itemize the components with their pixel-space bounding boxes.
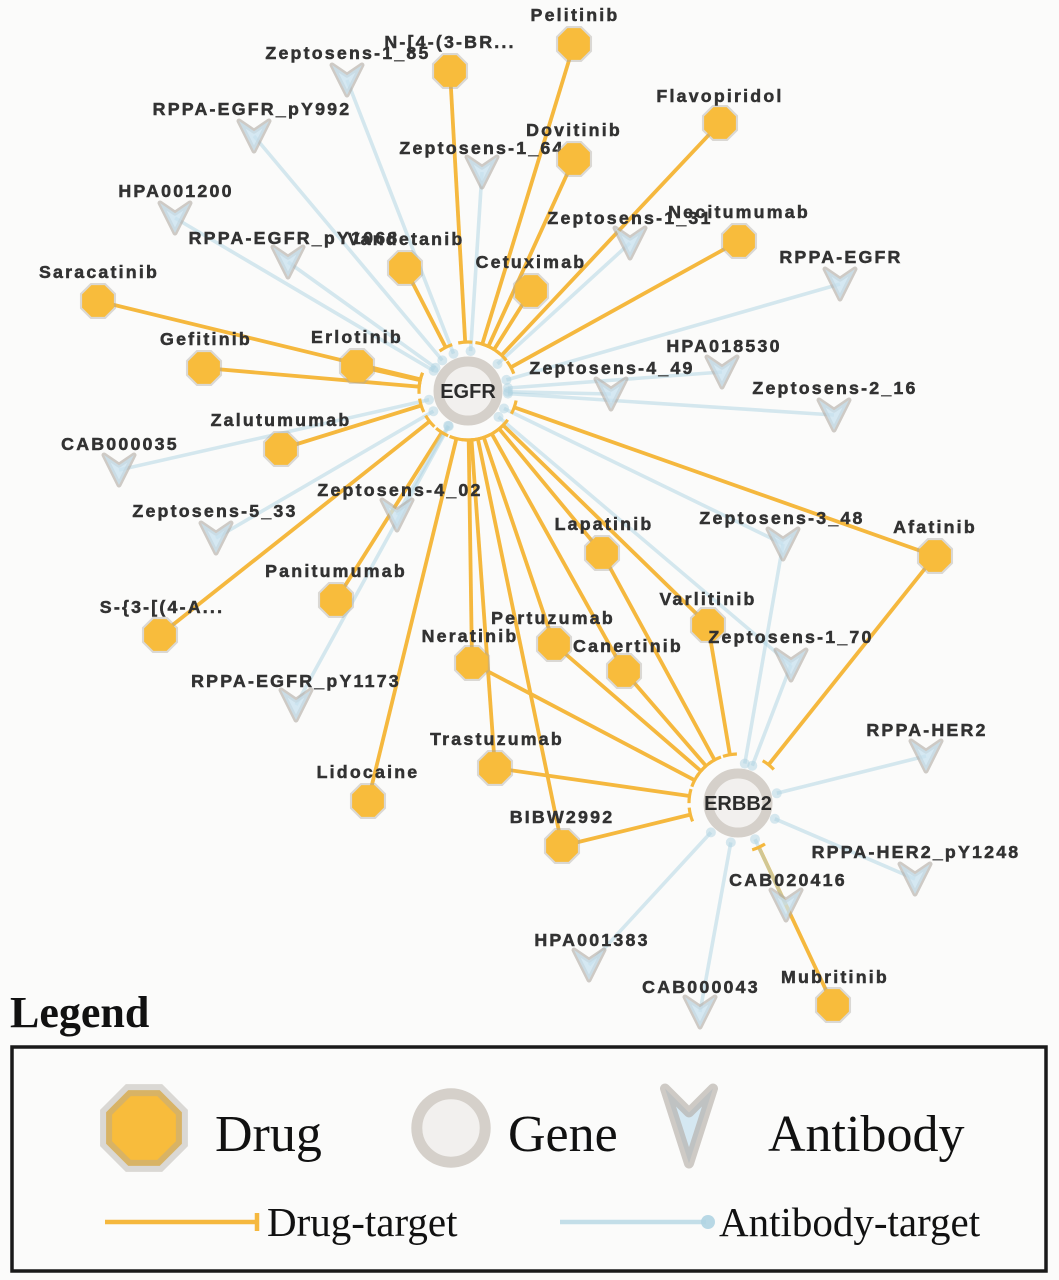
svg-text:Antibody: Antibody [768, 1106, 964, 1163]
svg-text:Gene: Gene [508, 1106, 618, 1163]
svg-text:Mubritinib: Mubritinib [781, 967, 889, 987]
svg-text:RPPA-EGFR_pY992: RPPA-EGFR_pY992 [153, 99, 352, 119]
svg-text:RPPA-EGFR: RPPA-EGFR [779, 247, 902, 267]
svg-text:Panitumumab: Panitumumab [265, 561, 407, 581]
svg-text:Zeptosens-4_49: Zeptosens-4_49 [529, 358, 694, 378]
svg-text:RPPA-EGFR_pY1173: RPPA-EGFR_pY1173 [191, 671, 401, 691]
svg-text:Lidocaine: Lidocaine [317, 762, 420, 782]
svg-text:Vandetanib: Vandetanib [348, 229, 465, 249]
svg-text:CAB020416: CAB020416 [729, 870, 847, 890]
svg-text:Zeptosens-1_31: Zeptosens-1_31 [547, 208, 712, 228]
svg-text:Saracatinib: Saracatinib [39, 262, 159, 282]
svg-text:Zeptosens-1_85: Zeptosens-1_85 [265, 43, 430, 63]
svg-text:BIBW2992: BIBW2992 [510, 807, 615, 827]
svg-text:Zeptosens-3_48: Zeptosens-3_48 [699, 508, 864, 528]
svg-text:HPA001200: HPA001200 [118, 181, 233, 201]
svg-text:Pertuzumab: Pertuzumab [491, 608, 615, 628]
svg-text:Erlotinib: Erlotinib [311, 327, 403, 347]
svg-text:N-[4-(3-BR...: N-[4-(3-BR... [384, 32, 515, 52]
svg-text:Cetuximab: Cetuximab [476, 252, 587, 272]
svg-text:RPPA-HER2: RPPA-HER2 [866, 720, 987, 740]
svg-text:S-{3-[(4-A...: S-{3-[(4-A... [100, 597, 224, 617]
svg-text:Trastuzumab: Trastuzumab [430, 729, 564, 749]
svg-text:Antibody-target: Antibody-target [719, 1199, 981, 1245]
svg-text:Varlitinib: Varlitinib [659, 589, 756, 609]
svg-text:Zeptosens-5_33: Zeptosens-5_33 [132, 501, 297, 521]
svg-text:Pelitinib: Pelitinib [531, 5, 620, 25]
svg-text:Lapatinib: Lapatinib [555, 514, 654, 534]
svg-text:Necitumumab: Necitumumab [668, 202, 810, 222]
svg-text:EGFR: EGFR [440, 381, 496, 403]
svg-text:Gefitinib: Gefitinib [160, 329, 252, 349]
svg-text:Neratinib: Neratinib [422, 626, 519, 646]
svg-text:Zeptosens-2_16: Zeptosens-2_16 [752, 378, 917, 398]
svg-text:HPA018530: HPA018530 [666, 336, 781, 356]
svg-text:RPPA-HER2_pY1248: RPPA-HER2_pY1248 [812, 842, 1021, 862]
svg-text:HPA001383: HPA001383 [534, 930, 649, 950]
svg-text:Legend: Legend [10, 988, 149, 1037]
svg-text:Zeptosens-4_02: Zeptosens-4_02 [317, 480, 482, 500]
svg-text:Zalutumumab: Zalutumumab [211, 410, 352, 430]
svg-text:Drug-target: Drug-target [267, 1199, 458, 1245]
svg-text:CAB000043: CAB000043 [642, 977, 760, 997]
svg-text:RPPA-EGFR_pY1068: RPPA-EGFR_pY1068 [189, 228, 400, 248]
svg-text:Afatinib: Afatinib [893, 517, 977, 537]
svg-text:ERBB2: ERBB2 [704, 793, 772, 815]
svg-text:CAB000035: CAB000035 [61, 434, 179, 454]
svg-text:Zeptosens-1_64: Zeptosens-1_64 [399, 138, 564, 158]
svg-text:Flavopiridol: Flavopiridol [656, 86, 783, 106]
svg-text:Dovitinib: Dovitinib [526, 120, 622, 140]
svg-text:Canertinib: Canertinib [573, 636, 683, 656]
svg-text:Zeptosens-1_70: Zeptosens-1_70 [708, 627, 873, 647]
svg-text:Drug: Drug [215, 1106, 322, 1163]
